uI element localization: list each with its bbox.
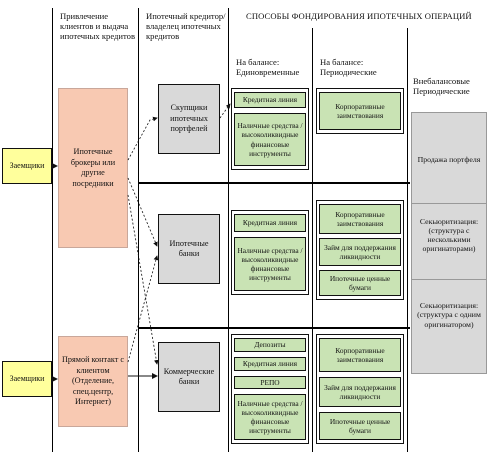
- header-funding-title: СПОСОБЫ ФОНДИРОВАНИЯ ИПОТЕЧНЫХ ОПЕРАЦИЙ: [246, 11, 472, 21]
- brokers-label: Ипотечные брокеры или другие посредники: [70, 147, 116, 188]
- row2-credit-line-label: Кредитная линия: [242, 218, 298, 228]
- portfolio-buyers-box: Скупщики ипотечных портфелей: [158, 84, 220, 154]
- row3-credit-line-label: Кредитная линия: [242, 359, 298, 369]
- arrow-brokers-to-commercial-banks: [127, 194, 159, 365]
- row2-mortgage-securities-label: Ипотечные ценные бумаги: [329, 273, 391, 292]
- row3-cash-instruments-label: Наличные средства / высоколиквидные фина…: [237, 398, 303, 436]
- borrowers-box-top: Заемщики: [2, 148, 52, 184]
- column-divider-4: [312, 28, 313, 452]
- row3-deposits-label: Депозиты: [254, 340, 286, 350]
- row-divider-2: [138, 327, 410, 329]
- row3-cash-instruments: Наличные средства / высоколиквидные фина…: [234, 394, 306, 440]
- borrowers-box-bottom: Заемщики: [2, 361, 52, 397]
- arrow-buyers-to-funding: [219, 103, 231, 119]
- column-divider-3: [228, 8, 229, 452]
- securitization-multi-label: Секьюритизация: (структура с несколькими…: [419, 216, 479, 254]
- off-balance-panel: [411, 112, 487, 374]
- row2-cash-instruments-label: Наличные средства / высоколиквидные фина…: [237, 245, 303, 283]
- portfolio-buyers-label: Скупщики ипотечных портфелей: [170, 103, 208, 134]
- row3-repo: РЕПО: [234, 376, 306, 389]
- direct-contact-box: Прямой контакт с клиентом (Отделение, сп…: [58, 336, 128, 427]
- row3-corporate-borrowing-label: Корпоративные заимствования: [335, 345, 385, 364]
- mortgage-banks-box: Ипотечные банки: [158, 214, 220, 284]
- borrowers-label-bottom: Заемщики: [9, 374, 45, 384]
- row2-corporate-borrowing: Корпоративные заимствования: [319, 204, 401, 234]
- mortgage-banks-label: Ипотечные банки: [169, 238, 209, 259]
- row1-corporate-borrowing: Корпоративные заимствования: [319, 92, 401, 130]
- row1-cash-instruments: Наличные средства / высоколиквидные фина…: [234, 113, 306, 166]
- column-divider-2: [138, 8, 139, 452]
- row1-corporate-borrowing-label: Корпоративные заимствования: [335, 101, 385, 120]
- header-on-balance-periodic: На балансе: Периодические: [320, 57, 377, 77]
- portfolio-sale-label: Продажа портфеля: [417, 155, 481, 165]
- column-divider-1: [52, 8, 53, 452]
- off-balance-separator-2: [411, 279, 487, 280]
- row2-corporate-borrowing-label: Корпоративные заимствования: [335, 209, 385, 228]
- borrowers-label-top: Заемщики: [9, 161, 45, 171]
- portfolio-sale: Продажа портфеля: [413, 145, 485, 175]
- row3-corporate-borrowing: Корпоративные заимствования: [319, 338, 401, 372]
- header-lender: Ипотечный кредитор/ владелец ипотечных к…: [146, 11, 226, 41]
- row3-liquidity-loan-label: Займ для поддержания ликвидности: [324, 382, 396, 401]
- row3-deposits: Депозиты: [234, 338, 306, 352]
- row3-repo-label: РЕПО: [260, 377, 280, 387]
- row2-liquidity-loan: Займ для поддержания ликвидности: [319, 238, 401, 266]
- commercial-banks-label: Коммерческие банки: [163, 366, 215, 387]
- brokers-box: Ипотечные брокеры или другие посредники: [58, 88, 128, 248]
- row3-liquidity-loan: Займ для поддержания ликвидности: [319, 377, 401, 407]
- securitization-multi: Секьюритизация: (структура с несколькими…: [413, 210, 485, 260]
- off-balance-separator-1: [411, 203, 487, 204]
- commercial-banks-box: Коммерческие банки: [158, 342, 220, 412]
- direct-contact-label: Прямой контакт с клиентом (Отделение, сп…: [62, 355, 124, 407]
- row2-mortgage-securities: Ипотечные ценные бумаги: [319, 270, 401, 296]
- securitization-single: Секьюритизация: (структура с одним ориги…: [413, 290, 485, 340]
- row3-mortgage-securities-label: Ипотечные ценные бумаги: [329, 416, 391, 435]
- row2-liquidity-loan-label: Займ для поддержания ликвидности: [324, 242, 396, 261]
- securitization-single-label: Секьюритизация: (структура с одним ориги…: [417, 301, 481, 329]
- row-divider-1: [138, 182, 410, 184]
- header-on-balance-one-time: На балансе: Единовременные: [236, 57, 300, 77]
- row3-mortgage-securities: Ипотечные ценные бумаги: [319, 412, 401, 440]
- arrow-brokers-to-buyers: [127, 116, 158, 161]
- row2-cash-instruments: Наличные средства / высоколиквидные фина…: [234, 237, 306, 291]
- column-divider-5: [407, 28, 408, 452]
- row2-credit-line: Кредитная линия: [234, 214, 306, 232]
- row1-cash-instruments-label: Наличные средства / высоколиквидные фина…: [237, 121, 303, 158]
- row3-credit-line: Кредитная линия: [234, 357, 306, 371]
- arrow-brokers-to-mortgage-banks: [127, 177, 158, 247]
- row1-credit-line: Кредитная линия: [234, 92, 306, 108]
- row1-credit-line-label: Кредитная линия: [242, 95, 298, 105]
- header-off-balance-periodic: Внебалансовые Периодические: [413, 76, 470, 96]
- header-origination: Привлечение клиентов и выдача ипотечных …: [60, 11, 136, 41]
- arrow-direct-to-mortgage-banks: [127, 255, 159, 363]
